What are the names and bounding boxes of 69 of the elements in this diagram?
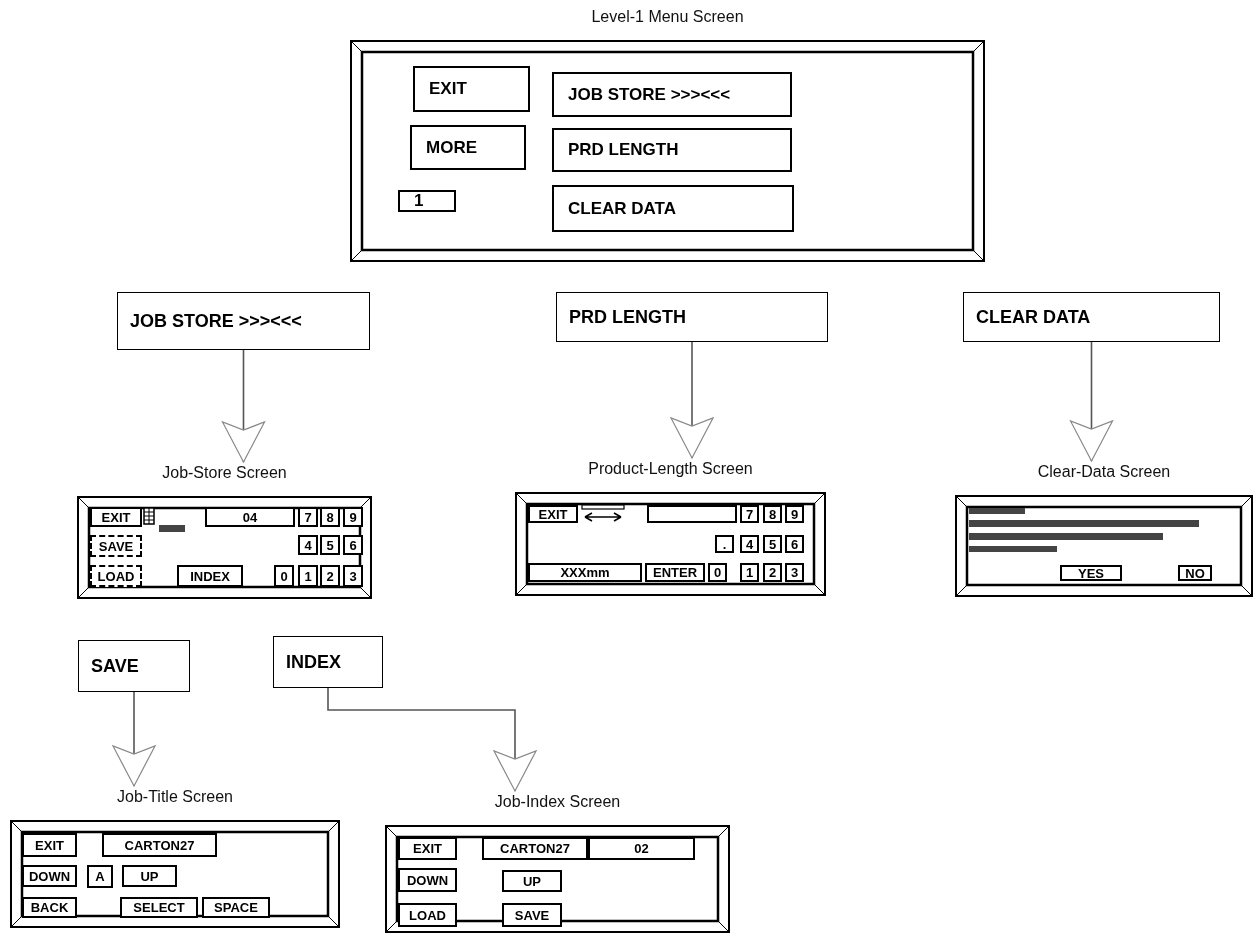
- button: CARTON27: [102, 833, 217, 857]
- button: 0: [708, 563, 727, 582]
- button: UP: [122, 865, 177, 887]
- button: 4: [740, 535, 759, 553]
- button: .: [715, 535, 734, 553]
- screen-title: Clear-Data Screen: [1036, 463, 1172, 481]
- button: INDEX: [177, 565, 243, 587]
- button: 1: [398, 190, 456, 212]
- screen-title: Level-1 Menu Screen: [590, 8, 745, 26]
- arrow: [221, 349, 266, 463]
- button: SAVE: [78, 640, 190, 692]
- button: SELECT: [120, 897, 198, 918]
- button: 5: [320, 535, 340, 555]
- button: 7: [298, 507, 318, 527]
- button: EXIT: [90, 507, 142, 527]
- button: CLEAR DATA: [963, 292, 1220, 342]
- button: JOB STORE >>><<<: [117, 292, 370, 350]
- button: DOWN: [22, 865, 77, 887]
- button: 3: [343, 565, 363, 587]
- button: 9: [785, 505, 804, 523]
- arrow: [670, 341, 714, 459]
- button: SAVE: [90, 535, 142, 557]
- button: YES: [1060, 565, 1122, 581]
- arrow: [1069, 341, 1114, 462]
- button: 2: [320, 565, 340, 587]
- button: UP: [502, 870, 562, 892]
- button: CLEAR DATA: [552, 185, 794, 232]
- button: EXIT: [22, 833, 77, 857]
- button: INDEX: [273, 636, 383, 688]
- button: JOB STORE >>><<<: [552, 72, 792, 117]
- screen-title: Job-Title Screen: [116, 788, 234, 806]
- screen-title: Product-Length Screen: [587, 460, 754, 478]
- button: 8: [763, 505, 782, 523]
- screen-title: Job-Index Screen: [493, 793, 622, 811]
- button: PRD LENGTH: [552, 128, 792, 172]
- button: 1: [740, 563, 759, 582]
- button: EXIT: [398, 837, 457, 860]
- button: 8: [320, 507, 340, 527]
- button: 7: [740, 505, 759, 523]
- button: CARTON27: [482, 837, 588, 860]
- button: MORE: [410, 125, 526, 170]
- button: 04: [205, 507, 295, 527]
- button: EXIT: [413, 66, 530, 112]
- button: LOAD: [90, 565, 142, 587]
- button: LOAD: [398, 903, 457, 927]
- button: 5: [763, 535, 782, 553]
- button: 2: [763, 563, 782, 582]
- button: 4: [298, 535, 318, 555]
- button: NO: [1178, 565, 1212, 581]
- button: 6: [343, 535, 363, 555]
- button: SPACE: [202, 897, 270, 918]
- button: 1: [298, 565, 318, 587]
- button: 02: [588, 837, 695, 860]
- button: A: [87, 865, 113, 888]
- button: 6: [785, 535, 804, 553]
- button: XXXmm: [528, 563, 642, 582]
- button: ENTER: [645, 563, 705, 582]
- button: 0: [274, 565, 294, 587]
- arrow: [327, 687, 537, 792]
- button: DOWN: [398, 868, 457, 892]
- button: EXIT: [528, 505, 578, 523]
- button: SAVE: [502, 903, 562, 927]
- screen-title: Job-Store Screen: [161, 464, 288, 482]
- button: 3: [785, 563, 804, 582]
- button: BACK: [22, 897, 77, 918]
- button: PRD LENGTH: [556, 292, 828, 342]
- button: 9: [343, 507, 363, 527]
- arrow: [112, 691, 156, 787]
- input-field: [647, 505, 737, 523]
